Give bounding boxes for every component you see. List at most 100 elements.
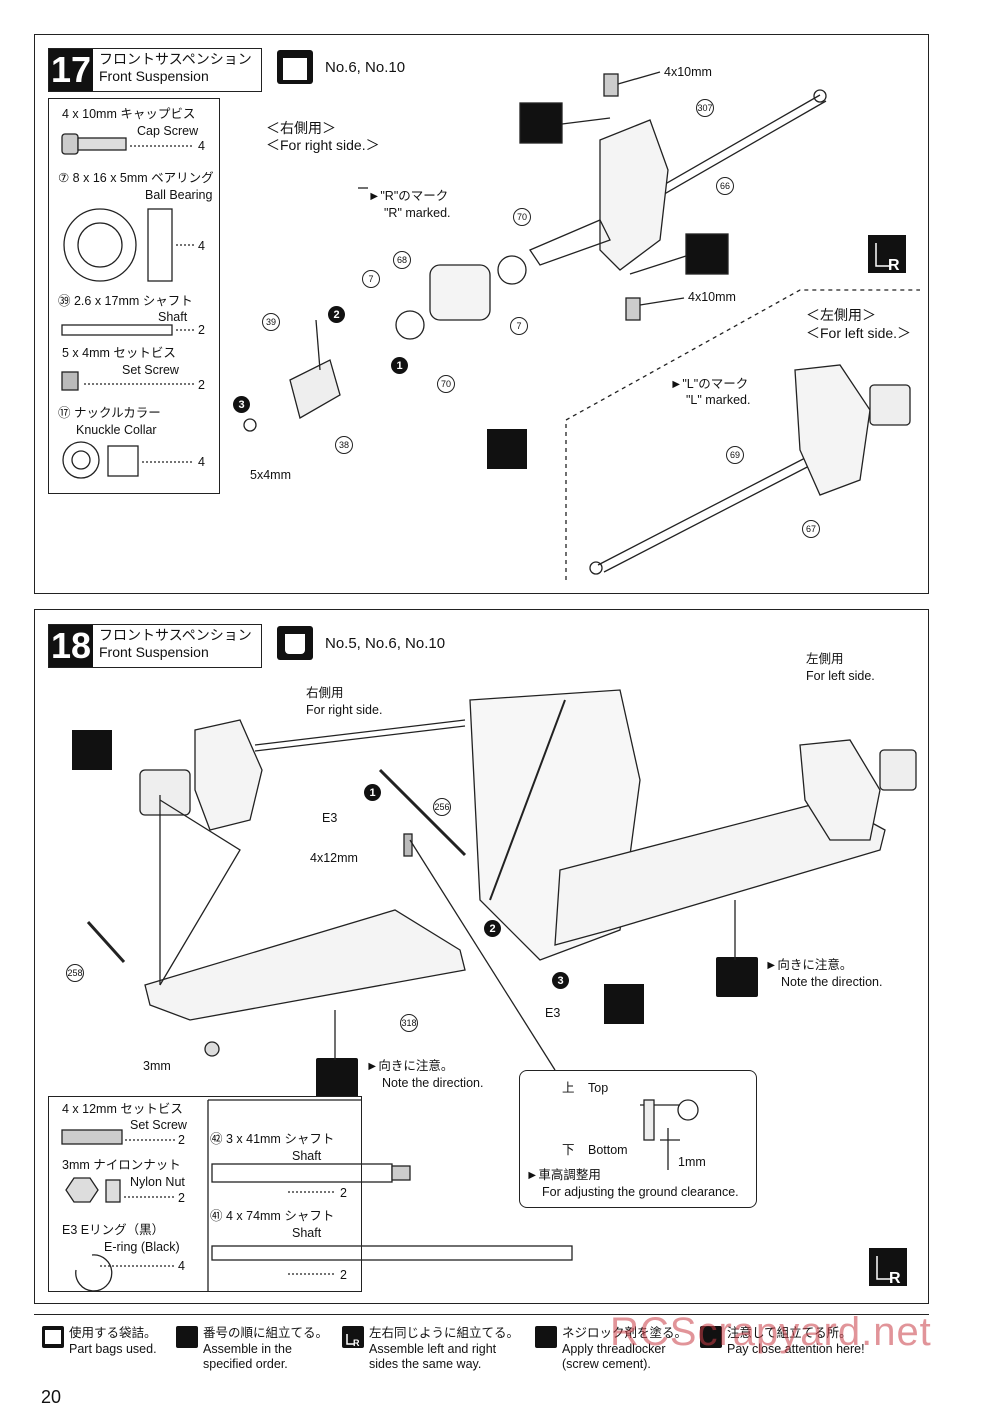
part-qty: 2 — [340, 1268, 347, 1282]
part-name-en: Set Screw — [130, 1118, 187, 1132]
step-18-header: 18 フロントサスペンション Front Suspension — [48, 624, 262, 668]
l-mark-jp: ►"L"のマーク — [670, 377, 749, 391]
part-name-en: Nylon Nut — [130, 1175, 185, 1189]
r-mark-jp: ►"R"のマーク — [368, 189, 449, 203]
set-screw-icon — [61, 1129, 123, 1145]
part-name-en: E-ring (Black) — [104, 1240, 180, 1254]
order-icon — [487, 429, 527, 469]
part-callout: 7 — [362, 270, 380, 288]
legend-en: Apply threadlocker (screw cement). — [562, 1342, 666, 1371]
e-ring-label: E3 — [545, 1006, 561, 1020]
e-ring-icon — [75, 1254, 113, 1292]
shaft-icon — [61, 324, 173, 336]
screw-label: 4x12mm — [310, 851, 358, 865]
part-callout: 38 — [335, 436, 353, 454]
caution-hand-icon — [700, 1326, 722, 1348]
part-name-jp: ⑰ ナックルカラー — [58, 406, 161, 420]
svg-text:R: R — [889, 1270, 901, 1287]
part-name-en: Shaft — [292, 1149, 322, 1163]
legend-en: Assemble left and right sides the same w… — [369, 1342, 497, 1371]
legend-jp: 番号の順に組立てる。 — [203, 1326, 329, 1340]
part-callout: 66 — [716, 177, 734, 195]
icon-glyphs: R R R — [45, 58, 901, 1348]
direction-en: Note the direction. — [382, 1076, 484, 1090]
knuckle-arm — [429, 264, 491, 321]
right-knuckle — [599, 119, 669, 271]
hub — [289, 359, 341, 419]
part-name-jp: 4 x 12mm セットビス — [62, 1102, 183, 1116]
drive-shaft — [597, 439, 841, 566]
right-side-jp: 右側用 — [306, 686, 344, 700]
part-qty: 4 — [198, 239, 205, 253]
left-side-en: ＜For left side.＞ — [806, 325, 912, 341]
part-name-jp: 5 x 4mm セットビス — [62, 346, 176, 360]
part-qty: 2 — [340, 1186, 347, 1200]
knuckle-collar-icon — [62, 441, 100, 479]
order-marker-1: 1 — [364, 784, 381, 801]
right-knuckle — [194, 719, 263, 831]
right-side-en: For right side. — [306, 703, 383, 717]
left-knuckle — [794, 364, 871, 496]
part-callout: 68 — [393, 251, 411, 269]
top-en: Top — [588, 1081, 609, 1095]
legend-en: Assemble in the specified order. — [203, 1342, 292, 1371]
threadlocker-icon — [519, 102, 563, 144]
direction-en: Note the direction. — [781, 975, 883, 989]
right-side-jp: ＜右側用＞ — [266, 120, 336, 136]
nut-label: 3mm — [143, 1059, 171, 1073]
part-qty: 2 — [178, 1191, 185, 1205]
part-qty: 4 — [198, 139, 205, 153]
part-name-en: Set Screw — [122, 363, 179, 377]
r-mark-en: "R" marked. — [384, 206, 451, 220]
part-name-jp: E3 Eリング（黒） — [62, 1223, 165, 1237]
part-callout: 39 — [262, 313, 280, 331]
svg-text:R: R — [888, 257, 900, 274]
ground-clearance-detail — [519, 1070, 757, 1208]
part-name-en: Cap Screw — [137, 124, 199, 138]
part-name-jp: ㊴ 2.6 x 17mm シャフト — [58, 294, 193, 308]
part-callout: 318 — [400, 1014, 418, 1032]
bags-used: No.6, No.10 — [325, 59, 406, 76]
screw-label: 4x10mm — [688, 290, 736, 304]
part-qty: 4 — [198, 455, 205, 469]
watermark: RCScrapyard.net — [610, 1310, 932, 1354]
screw-bottom — [625, 297, 641, 321]
caution-hand-icon — [716, 957, 758, 997]
part-name-en: Ball Bearing — [145, 188, 213, 202]
nylon-nut-icon — [65, 1177, 99, 1203]
bottom-en: Bottom — [588, 1143, 628, 1157]
order-icon — [604, 984, 644, 1024]
threadlocker-icon — [685, 233, 729, 275]
adjust-en: For adjusting the ground clearance. — [542, 1185, 739, 1199]
order-marker-2: 2 — [484, 920, 501, 937]
nylon-nut — [204, 1041, 220, 1057]
parts-list-18 — [48, 1096, 362, 1292]
part-name-en: Shaft — [292, 1226, 322, 1240]
dimension-label: 1mm — [678, 1155, 706, 1169]
part-callout: 307 — [696, 99, 714, 117]
bottom-jp: 下 — [562, 1143, 575, 1157]
part-name-en: Shaft — [158, 310, 188, 324]
legend-jp: 左右同じように組立てる。 — [369, 1326, 520, 1340]
order-marker-2: 2 — [328, 306, 345, 323]
step-title-jp: フロントサスペンション — [99, 627, 252, 643]
order-marker-1: 1 — [391, 357, 408, 374]
part-qty: 2 — [198, 323, 205, 337]
adjust-jp: ►車高調整用 — [526, 1168, 601, 1182]
part-qty: 2 — [198, 378, 205, 392]
page-number: 20 — [41, 1387, 62, 1407]
part-bag-icon — [277, 626, 313, 660]
part-callout: 70 — [437, 375, 455, 393]
part-callout: 69 — [726, 446, 744, 464]
left-side-en: For left side. — [806, 669, 875, 683]
e-ring-label: E3 — [322, 811, 338, 825]
shaft-icon — [211, 1245, 573, 1261]
step-18-panel — [34, 609, 929, 1304]
right-lower-arm — [144, 909, 466, 1021]
l-mark-en: "L" marked. — [686, 393, 751, 407]
shaft-258 — [86, 920, 126, 964]
left-side-jp: 左側用 — [806, 652, 844, 666]
part-callout: 70 — [513, 208, 531, 226]
set-screw-label: 5x4mm — [250, 468, 291, 482]
step-title-en: Front Suspension — [99, 68, 209, 84]
